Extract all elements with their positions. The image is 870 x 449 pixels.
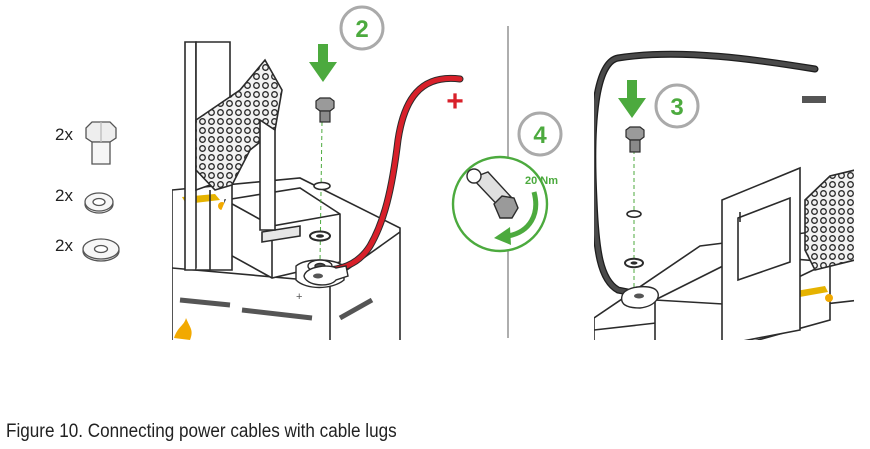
bolt-right bbox=[625, 126, 645, 153]
positive-sign-label: + bbox=[446, 85, 464, 118]
torque-value: 20 Nm bbox=[525, 175, 558, 187]
lock-washer-left bbox=[313, 181, 331, 191]
bolt-quantity: 2x bbox=[55, 125, 73, 144]
rotate-clockwise-arrow-icon bbox=[507, 191, 539, 239]
step-3-number: 3 bbox=[670, 94, 683, 121]
figure-caption: Figure 10. Connecting power cables with … bbox=[6, 421, 397, 442]
positive-cable bbox=[303, 74, 464, 286]
flat-washer-icon bbox=[82, 238, 120, 262]
negative-cable bbox=[594, 50, 819, 309]
cable-bracket bbox=[184, 41, 283, 271]
negative-terminal-illustration bbox=[594, 50, 854, 340]
step-2-number: 2 bbox=[355, 16, 368, 43]
step-4-badge: 4 bbox=[517, 111, 563, 157]
terminal-plus-mark: + bbox=[296, 291, 302, 303]
positive-terminal-illustration: + bbox=[172, 41, 464, 340]
lock-washer-icon bbox=[84, 192, 114, 214]
step-4-number: 4 bbox=[533, 122, 547, 149]
battery-indicator-right bbox=[825, 294, 833, 302]
cable-bracket-right bbox=[721, 166, 854, 340]
wrench-icon bbox=[466, 168, 519, 219]
bolt-left bbox=[315, 97, 335, 123]
hardware-stack-right bbox=[624, 126, 645, 290]
positive-sign: + bbox=[446, 85, 464, 118]
parts-list: 2x 2x 2x bbox=[55, 121, 120, 262]
down-arrow-icon bbox=[309, 44, 337, 82]
cable-lug-left bbox=[303, 265, 349, 286]
lock-washer-right bbox=[626, 210, 642, 219]
flat-washer-quantity: 2x bbox=[55, 236, 73, 255]
step-2-badge: 2 bbox=[339, 5, 385, 51]
hardware-stack-left bbox=[309, 97, 335, 263]
lock-washer-quantity: 2x bbox=[55, 186, 73, 205]
down-arrow-icon bbox=[618, 80, 646, 118]
warning-flame-icon bbox=[174, 318, 192, 340]
negative-sign bbox=[802, 96, 826, 103]
torque-inset: 20 Nm bbox=[451, 155, 558, 253]
step-3-badge: 3 bbox=[654, 83, 700, 129]
bolt-icon bbox=[85, 121, 117, 165]
